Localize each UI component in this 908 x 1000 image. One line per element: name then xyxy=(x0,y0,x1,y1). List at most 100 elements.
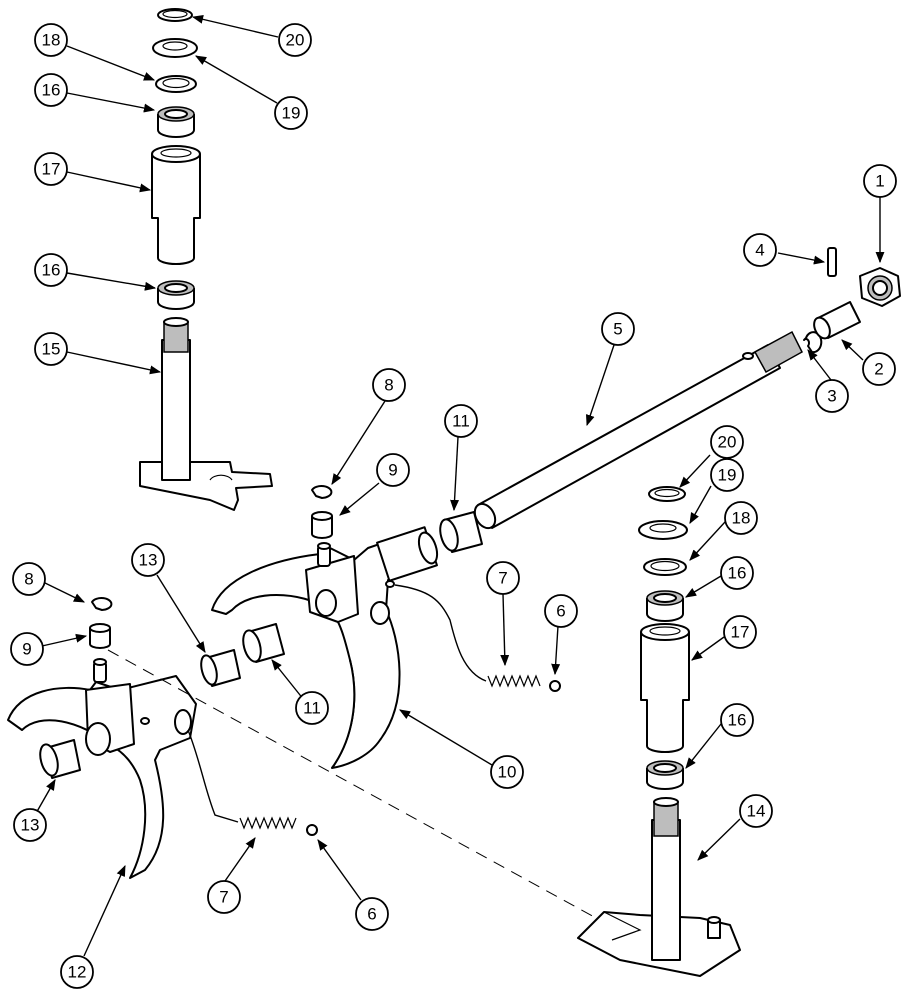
snap-ring-part xyxy=(157,8,193,22)
callout-20-right: 20 xyxy=(710,425,744,459)
svg-text:16: 16 xyxy=(728,711,747,730)
svg-text:17: 17 xyxy=(731,623,750,642)
callout-16-right-lower: 16 xyxy=(720,703,754,737)
shift-fork-10 xyxy=(211,526,439,769)
svg-text:20: 20 xyxy=(718,433,737,452)
collar-2 xyxy=(813,301,861,340)
bushing-part xyxy=(151,145,201,265)
seal-part-right xyxy=(643,558,687,576)
callout-17-top: 17 xyxy=(34,152,68,186)
svg-text:7: 7 xyxy=(498,569,507,588)
nut-1 xyxy=(859,267,901,307)
svg-text:20: 20 xyxy=(286,31,305,50)
washer-part xyxy=(152,38,198,58)
callout-14: 14 xyxy=(739,794,773,828)
callout-19-top: 19 xyxy=(274,96,308,130)
callout-9-upper: 9 xyxy=(376,453,410,487)
callout-6-upper: 6 xyxy=(544,594,578,628)
svg-text:8: 8 xyxy=(384,376,393,395)
callout-13-upper: 13 xyxy=(131,543,165,577)
callout-16-mid-left: 16 xyxy=(34,253,68,287)
svg-text:8: 8 xyxy=(24,570,33,589)
svg-text:17: 17 xyxy=(42,160,61,179)
callout-20-top: 20 xyxy=(278,23,312,57)
sleeve-13-middle xyxy=(200,649,241,687)
svg-text:11: 11 xyxy=(452,412,470,431)
svg-text:15: 15 xyxy=(42,340,61,359)
callout-1: 1 xyxy=(863,164,897,198)
callout-11-upper: 11 xyxy=(444,404,478,438)
svg-text:6: 6 xyxy=(367,905,376,924)
shift-fork-12 xyxy=(7,658,197,879)
svg-text:5: 5 xyxy=(613,320,622,339)
washer-part-right xyxy=(638,520,688,540)
pin-9-lower xyxy=(89,623,111,649)
callout-18-top: 18 xyxy=(34,23,68,57)
callout-17-right: 17 xyxy=(723,615,757,649)
svg-text:18: 18 xyxy=(42,31,61,50)
svg-text:7: 7 xyxy=(219,888,228,907)
svg-text:16: 16 xyxy=(728,564,747,583)
svg-text:9: 9 xyxy=(22,640,31,659)
ball-6-lower xyxy=(306,824,318,836)
callout-11-middle: 11 xyxy=(295,691,329,725)
sleeve-11-middle xyxy=(242,623,285,663)
spring-7-upper xyxy=(394,584,541,688)
callout-19-right: 19 xyxy=(710,458,744,492)
callout-15: 15 xyxy=(34,332,68,366)
callout-16-top: 16 xyxy=(34,73,68,107)
callout-4: 4 xyxy=(743,233,777,267)
callout-16-right-upper: 16 xyxy=(720,556,754,590)
svg-text:12: 12 xyxy=(68,963,87,982)
callout-3: 3 xyxy=(815,379,849,413)
callout-2: 2 xyxy=(862,352,896,386)
svg-text:11: 11 xyxy=(303,699,321,718)
svg-text:13: 13 xyxy=(139,551,158,570)
left-shaft-assembly xyxy=(139,8,273,511)
bearing-part-lower xyxy=(157,280,195,310)
svg-text:19: 19 xyxy=(718,466,737,485)
svg-text:18: 18 xyxy=(732,509,751,528)
retainer-8-lower xyxy=(91,597,113,611)
callout-8-lower: 8 xyxy=(12,562,46,596)
callout-6-lower: 6 xyxy=(355,897,389,931)
spring-7-lower xyxy=(187,729,297,830)
callout-18-right: 18 xyxy=(724,501,758,535)
callout-13-lower: 13 xyxy=(13,808,47,842)
snap-ring-part-right xyxy=(648,486,686,502)
alignment-line xyxy=(107,649,619,931)
right-shaft-assembly xyxy=(577,486,741,977)
shift-shaft-part xyxy=(139,317,273,511)
svg-text:2: 2 xyxy=(874,360,883,379)
svg-text:13: 13 xyxy=(21,816,40,835)
retainer-8-upper xyxy=(311,485,333,499)
callout-12: 12 xyxy=(60,955,94,989)
callout-7-lower: 7 xyxy=(207,880,241,914)
callout-5: 5 xyxy=(601,312,635,346)
bearing-part xyxy=(157,106,195,138)
leader-lines xyxy=(30,14,885,957)
svg-text:1: 1 xyxy=(875,172,884,191)
sleeve-13-lower xyxy=(39,739,81,779)
svg-text:14: 14 xyxy=(747,802,766,821)
pin-9-upper xyxy=(311,511,333,539)
seal-part xyxy=(155,75,197,93)
bushing-part-right xyxy=(640,623,690,753)
svg-text:10: 10 xyxy=(498,763,517,782)
main-shift-rod xyxy=(473,330,803,530)
svg-text:4: 4 xyxy=(755,241,764,260)
svg-text:6: 6 xyxy=(556,602,565,621)
sleeve-11-upper xyxy=(439,511,483,553)
svg-text:16: 16 xyxy=(42,261,61,280)
shift-shaft-part-right xyxy=(577,797,741,977)
ball-6-upper xyxy=(549,680,561,692)
bearing-part-right-lower xyxy=(646,760,684,790)
callout-7-upper: 7 xyxy=(486,561,520,595)
svg-text:16: 16 xyxy=(42,81,61,100)
svg-text:19: 19 xyxy=(282,104,301,123)
pin-4 xyxy=(827,247,837,277)
svg-text:3: 3 xyxy=(827,387,836,406)
callout-8-upper: 8 xyxy=(372,368,406,402)
callout-9-lower: 9 xyxy=(10,632,44,666)
